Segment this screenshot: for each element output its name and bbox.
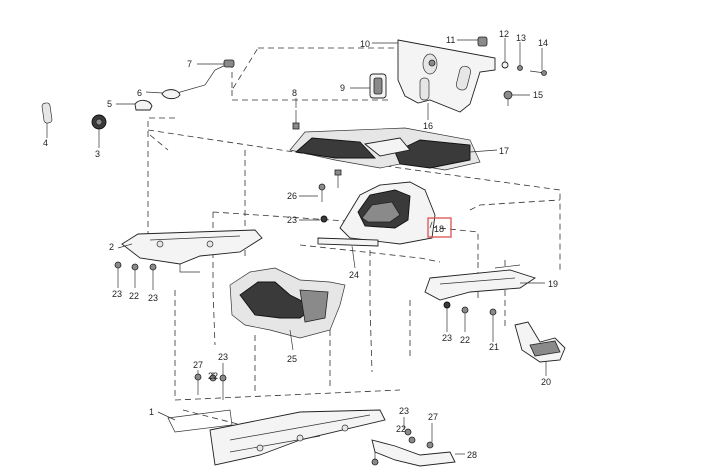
callout-23-right: 23 — [442, 333, 452, 343]
callout-26: 26 — [287, 191, 297, 201]
part-19-right-bracket — [424, 264, 537, 301]
part-24-bar — [317, 237, 379, 247]
callout-19: 19 — [548, 279, 558, 289]
callout-14: 14 — [538, 38, 548, 48]
callout-18: 18 — [434, 224, 444, 234]
center-bolts — [318, 169, 342, 223]
callout-1: 1 — [149, 407, 154, 417]
callout-7: 7 — [187, 59, 192, 69]
callout-20: 20 — [541, 377, 551, 387]
left-hardware — [41, 59, 235, 130]
callout-22-left: 22 — [129, 291, 139, 301]
callout-15: 15 — [533, 90, 543, 100]
leader-lines — [46, 38, 547, 460]
callout-2: 2 — [109, 242, 114, 252]
callout-25: 25 — [287, 354, 297, 364]
callout-labels: 10 11 12 13 14 15 9 16 7 6 5 4 3 8 17 26… — [43, 29, 558, 460]
callout-27-left: 27 — [193, 360, 203, 370]
callout-22-lower: 22 — [208, 371, 218, 381]
callout-9: 9 — [340, 83, 345, 93]
part-9-grommet — [369, 73, 387, 99]
callout-23-lower: 23 — [218, 352, 228, 362]
callout-8: 8 — [292, 88, 297, 98]
callout-21: 21 — [489, 342, 499, 352]
part-20-step — [514, 321, 566, 363]
frame-assembly — [167, 409, 456, 467]
callout-23-left2: 23 — [148, 293, 158, 303]
callout-23-bottom: 23 — [399, 406, 409, 416]
callout-23-left: 23 — [112, 289, 122, 299]
callout-16: 16 — [423, 121, 433, 131]
callout-13: 13 — [516, 33, 526, 43]
callout-3: 3 — [95, 149, 100, 159]
callout-17: 17 — [499, 146, 509, 156]
part-18-fender — [339, 181, 436, 245]
part-8-bolt — [292, 110, 300, 130]
callout-12: 12 — [499, 29, 509, 39]
part-17-floor-panel — [289, 127, 481, 171]
callout-23-center: 23 — [287, 215, 297, 225]
highlight-box-18 — [427, 217, 452, 238]
part-25-side-shield — [229, 267, 346, 339]
callout-22-bottom: 22 — [396, 424, 406, 434]
callout-5: 5 — [107, 99, 112, 109]
callout-6: 6 — [137, 88, 142, 98]
callout-11: 11 — [446, 35, 455, 45]
callout-28: 28 — [467, 450, 477, 460]
callout-24: 24 — [349, 270, 359, 280]
callout-4: 4 — [43, 138, 48, 148]
part-10-rear-bracket — [397, 39, 496, 113]
part-2-left-bracket — [121, 229, 263, 273]
callout-10: 10 — [360, 39, 370, 49]
callout-27-right: 27 — [428, 412, 438, 422]
callout-22-right: 22 — [460, 335, 470, 345]
